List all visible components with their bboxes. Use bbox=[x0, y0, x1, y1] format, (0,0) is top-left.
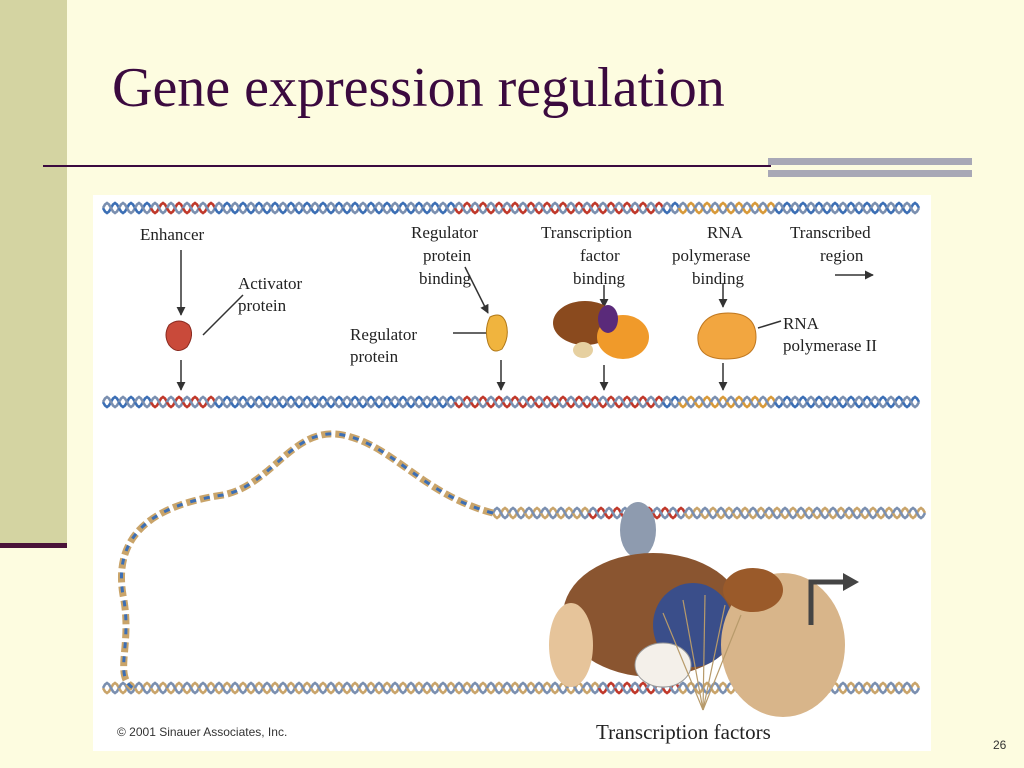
rnap-protein-label-line2: polymerase II bbox=[783, 336, 877, 355]
rnap-pointer bbox=[757, 320, 782, 329]
dna-loop-arc bbox=[118, 430, 494, 691]
tf-binding-label-line2: factor bbox=[580, 246, 620, 265]
regulator-protein-label-line1: Regulator bbox=[350, 325, 417, 344]
slide-number: 26 bbox=[993, 738, 1007, 752]
regulator-protein-label-line2: protein bbox=[350, 347, 399, 366]
tf-binding-label-line3: binding bbox=[573, 269, 625, 288]
rnap-binding-label-line3: binding bbox=[692, 269, 744, 288]
accent-bar-bottom bbox=[768, 170, 972, 177]
assembled-transcription-complex bbox=[549, 502, 845, 717]
activator-pointer bbox=[202, 294, 244, 336]
transcribed-label-line2: region bbox=[820, 246, 864, 265]
transcription-factor-complex bbox=[553, 301, 649, 359]
binding-arrows bbox=[176, 250, 874, 391]
middle-dna-strand bbox=[101, 395, 921, 409]
activator-label-line1: Activator bbox=[238, 274, 303, 293]
copyright-label: © 2001 Sinauer Associates, Inc. bbox=[117, 725, 287, 739]
tf-binding-label-line1: Transcription bbox=[541, 223, 632, 242]
side-bar-tick bbox=[0, 543, 67, 548]
regulator-binding-label-line2: protein bbox=[423, 246, 472, 265]
slide-title: Gene expression regulation bbox=[112, 57, 725, 119]
rnap-binding-label-line2: polymerase bbox=[672, 246, 750, 265]
enhancer-label: Enhancer bbox=[140, 225, 205, 244]
gene-regulation-figure: Enhancer Activator protein Regulator pro… bbox=[93, 195, 931, 751]
regulator-protein-shape bbox=[485, 314, 508, 352]
regulator-binding-label-line3: binding bbox=[419, 269, 471, 288]
activator-label-line2: protein bbox=[238, 296, 287, 315]
figure-canvas: Enhancer Activator protein Regulator pro… bbox=[101, 201, 927, 744]
rnap-protein-label-line1: RNA bbox=[783, 314, 820, 333]
transcription-factors-label: Transcription factors bbox=[596, 720, 771, 744]
dna-loop-arc-inner bbox=[120, 432, 494, 690]
transcribed-label-line1: Transcribed bbox=[790, 223, 871, 242]
rna-polymerase-shape bbox=[697, 312, 757, 360]
rnap-binding-label-line1: RNA bbox=[707, 223, 744, 242]
activator-protein-shape bbox=[165, 320, 193, 351]
regulator-binding-arrow bbox=[464, 266, 489, 314]
title-rule bbox=[43, 165, 771, 167]
transcription-start-arrowhead bbox=[843, 573, 859, 591]
top-dna-strand bbox=[101, 201, 921, 215]
accent-bar-top bbox=[768, 158, 972, 165]
transcription-start-arrow-icon bbox=[808, 579, 845, 625]
side-bar bbox=[0, 0, 67, 543]
regulator-binding-label-line1: Regulator bbox=[411, 223, 478, 242]
transcription-factor-pointers bbox=[662, 594, 742, 711]
